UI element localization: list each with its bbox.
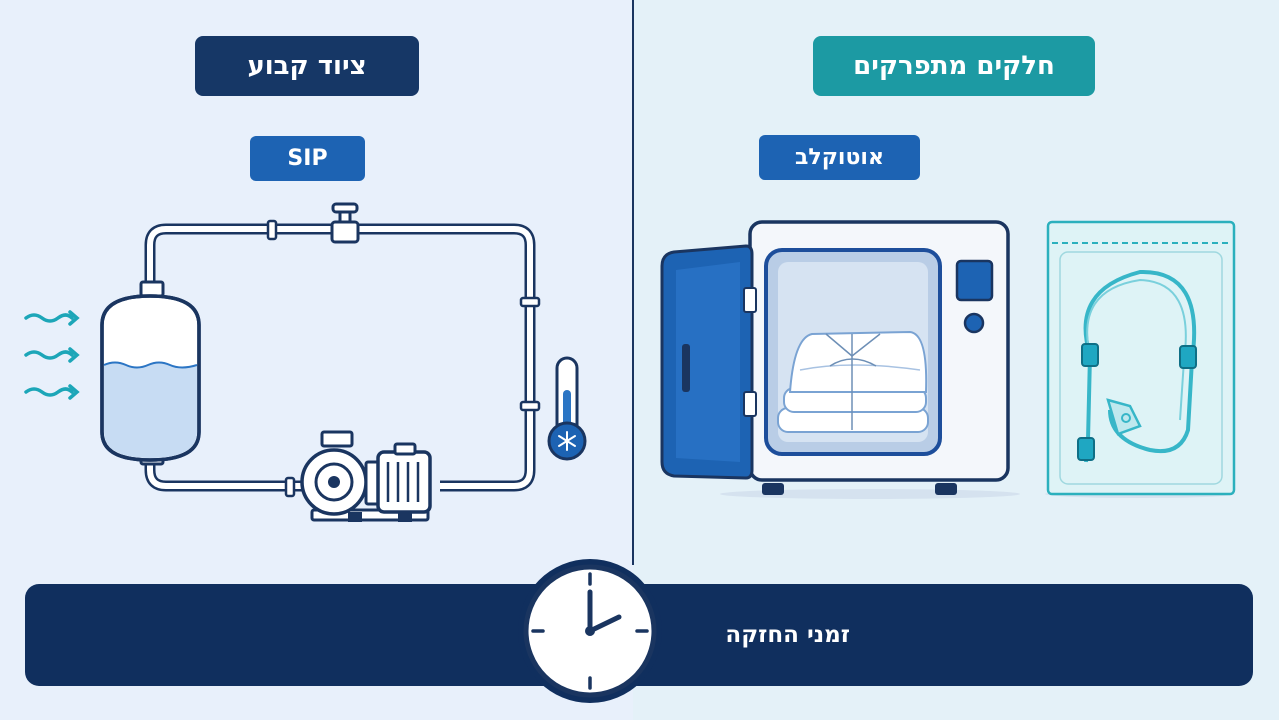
pump-icon: [300, 430, 432, 522]
tubing-bag-icon: [1045, 220, 1236, 498]
folded-linen-icon: [777, 330, 929, 433]
tank-icon: [100, 280, 201, 466]
method-badge-autoclave: אוטוקלב: [759, 135, 920, 180]
clock-icon: [518, 559, 662, 703]
section-title-removable: חלקים מתפרקים: [813, 36, 1095, 96]
thermometer-icon: [547, 356, 587, 461]
section-title-fixed: ציוד קבוע: [195, 36, 419, 96]
method-badge-sip: SIP: [250, 136, 365, 181]
valve-icon: [330, 202, 360, 244]
center-divider: [632, 0, 634, 565]
snowflake-icon: [558, 431, 576, 451]
pipe-loop: [144, 219, 541, 498]
holding-times-label: זמני החזקה: [725, 622, 850, 648]
steam-arrows-icon: [24, 310, 80, 400]
